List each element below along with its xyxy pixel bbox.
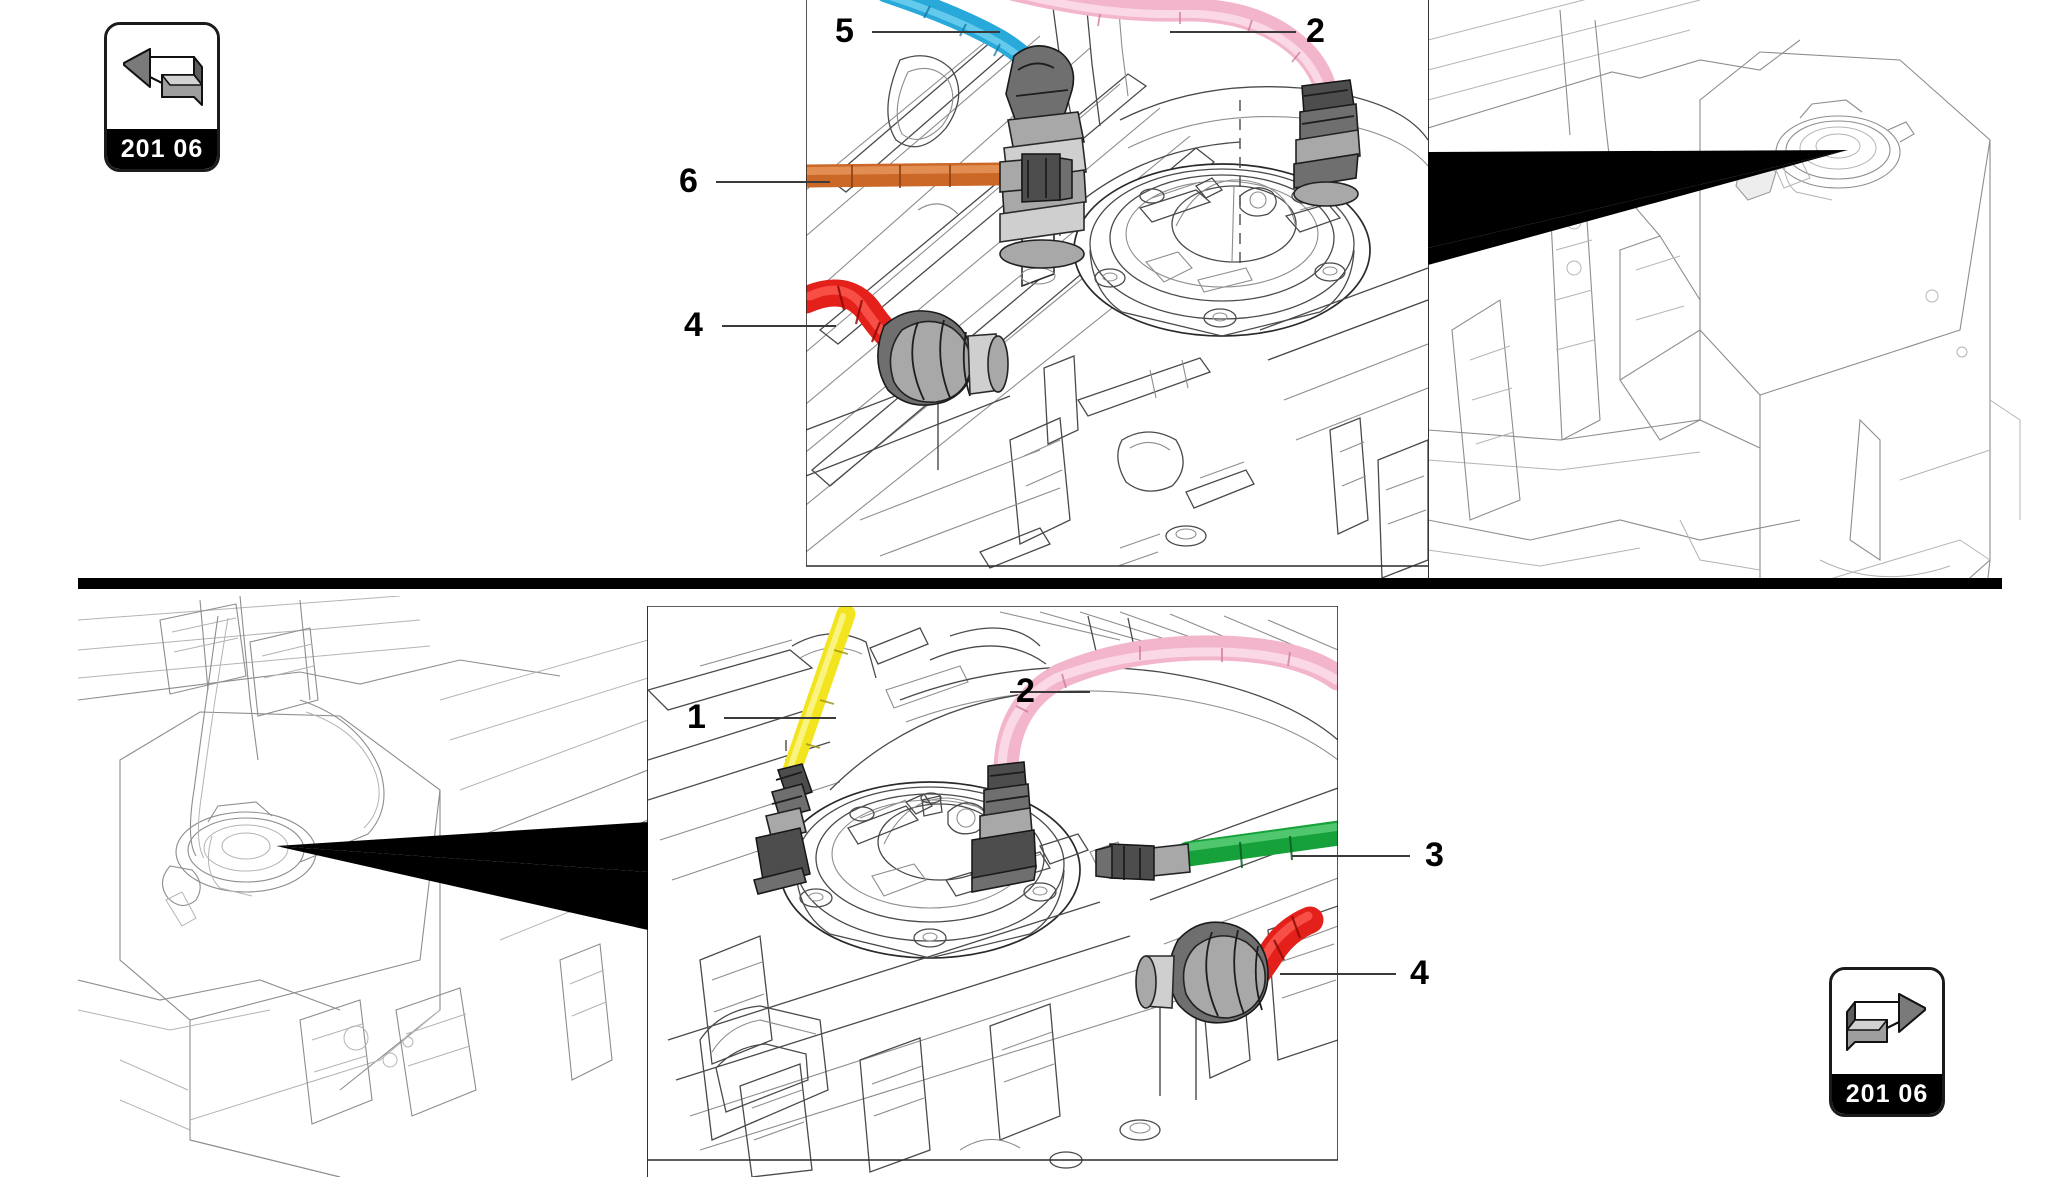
top-detail-drawing [806, 0, 1428, 583]
top-detail-frame [806, 0, 1428, 567]
arrow-right-3d-icon [1832, 970, 1942, 1074]
badge-label-top-left: 201 06 [107, 129, 217, 169]
connector-green-hose [1095, 843, 1191, 881]
callout-top-6: 6 [679, 162, 698, 200]
hose-6-orange [806, 162, 1012, 188]
callout-bottom-4: 4 [1410, 954, 1429, 992]
reference-badge-bottom-right[interactable]: 201 06 [1829, 967, 1945, 1117]
callout-top-5: 5 [835, 12, 854, 50]
top-detail-lower-structure [806, 267, 1428, 579]
callout-bottom-1: 1 [687, 698, 706, 736]
hose-2-pink-bottom [993, 635, 1338, 785]
bottom-detail-drawing [648, 606, 1338, 1177]
hose-2-pink-top [1008, 0, 1338, 104]
reference-badge-top-left[interactable]: 201 06 [104, 22, 220, 172]
hose-1-yellow [780, 606, 856, 786]
connector-orange-hose [999, 153, 1073, 203]
bottom-detail-pointer-wedge [276, 822, 648, 930]
badge-label-bottom-right: 201 06 [1832, 1074, 1942, 1114]
connector-red-hose-bottom [1135, 921, 1269, 1024]
callout-leader-lines [716, 31, 1410, 975]
top-detail-pointer-wedge [1428, 150, 1848, 265]
connector-yellow-hose [753, 763, 813, 895]
callout-top-2: 2 [1306, 12, 1325, 50]
bottom-detail-frame [648, 606, 1338, 1161]
connector-red-hose-top [877, 310, 1009, 406]
connector-pink-hose-bottom [971, 761, 1037, 893]
section-divider [78, 578, 2002, 589]
callout-bottom-2: 2 [1016, 672, 1035, 710]
callout-bottom-3: 3 [1425, 836, 1444, 874]
connector-pink-hose-top [1293, 79, 1361, 207]
arrow-left-3d-icon [107, 25, 217, 129]
callout-top-4: 4 [684, 306, 703, 344]
hose-3-green [1175, 820, 1338, 869]
